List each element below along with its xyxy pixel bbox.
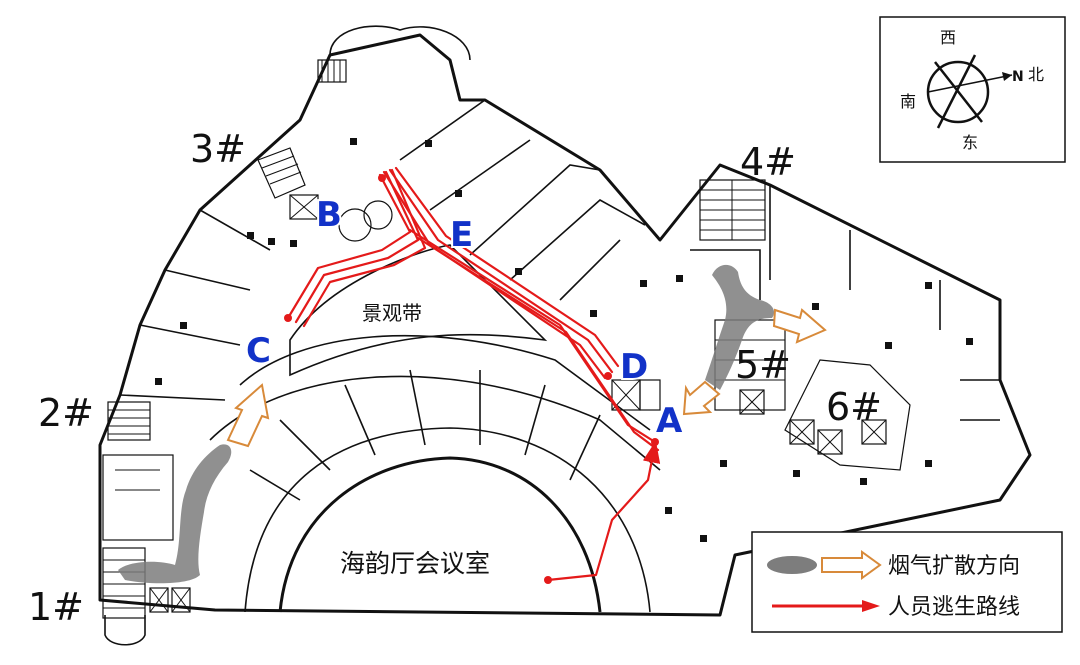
compass-north: 北 [1028,65,1044,84]
stair-3 [257,59,393,242]
stair-4 [699,179,766,241]
point-label-e: E [450,215,473,255]
compass-south: 南 [900,92,916,111]
stair-2 [107,401,151,441]
point-label-d: D [620,347,648,387]
compass: N 西 南 东 北 [879,16,1066,163]
elevator-d [611,379,661,411]
hall-label: 海韵厅会议室 [340,549,490,578]
legend-smoke-label: 烟气扩散方向 [888,554,1020,579]
svg-text:N: N [1012,69,1024,85]
point-label-a: A [656,401,683,441]
landscape-belt-label: 景观带 [362,301,422,325]
stair-label-2: 2# [38,391,94,435]
point-label-b: B [316,195,342,235]
compass-west: 西 [940,28,956,47]
stair-cores [102,59,911,646]
structural-columns [155,138,973,542]
compass-east: 东 [962,133,978,152]
stair-1 [102,454,191,646]
legend-smoke-swatch [767,550,882,580]
stair-6 [784,359,911,471]
smoke-spread [118,264,827,584]
escape-routes [284,166,661,584]
legend: 烟气扩散方向 人员逃生路线 [751,531,1063,633]
stair-label-1: 1# [28,585,84,629]
stair-label-3: 3# [190,127,246,171]
building-walls [98,25,1032,617]
compass-icon: N [926,54,1024,129]
stair-label-4: 4# [740,140,796,184]
stair-label-6: 6# [826,385,882,429]
point-label-c: C [246,331,271,371]
legend-route-swatch [772,600,880,612]
stair-label-5: 5# [735,343,791,387]
legend-route-label: 人员逃生路线 [888,595,1020,620]
